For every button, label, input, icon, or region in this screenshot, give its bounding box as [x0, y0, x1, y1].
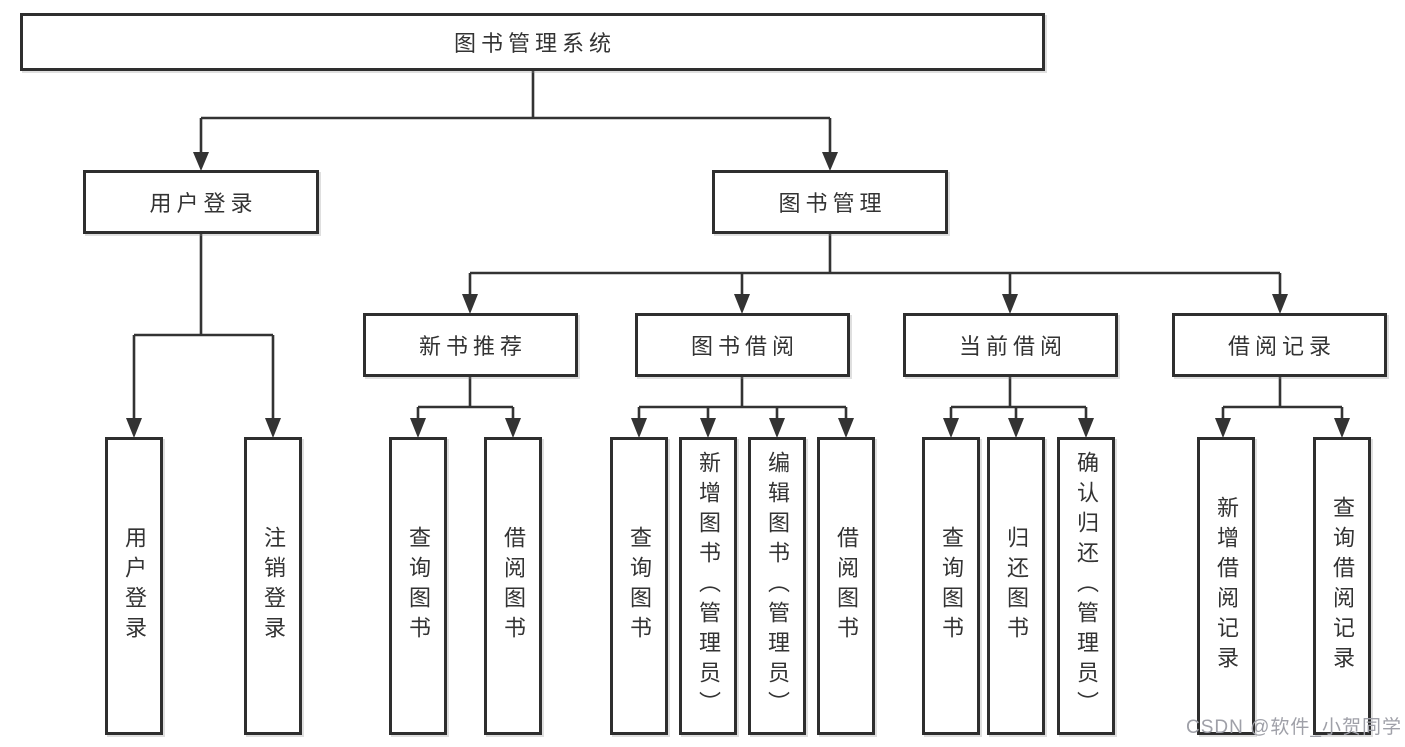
leaf-add-borrow-record: 新增借阅记录 [1197, 437, 1255, 735]
leaf-borrow-books: 借阅图书 [484, 437, 542, 735]
node-label: 查询图书 [406, 526, 431, 646]
node-library-management-system: 图书管理系统 [20, 13, 1045, 71]
node-label: 用户登录 [149, 191, 258, 216]
node-label: 图书管理系统 [453, 31, 616, 56]
node-label: 当前借阅 [958, 334, 1067, 359]
leaf-user-login: 用户登录 [105, 437, 163, 735]
leaf-edit-books-admin: 编辑图书（管理员） [748, 437, 806, 735]
node-label: 注销登录 [261, 526, 286, 646]
node-borrowing-records: 借阅记录 [1172, 313, 1387, 377]
node-label: 新增借阅记录 [1214, 496, 1239, 676]
node-label: 查询图书 [627, 526, 652, 646]
leaf-query-books: 查询图书 [922, 437, 980, 735]
node-label: 编辑图书（管理员） [765, 451, 790, 721]
leaf-logout: 注销登录 [244, 437, 302, 735]
node-book-borrowing: 图书借阅 [635, 313, 850, 377]
node-label: 新书推荐 [418, 334, 527, 359]
csdn-watermark: CSDN @软件_小贺同学 [1186, 717, 1402, 738]
node-user-login: 用户登录 [83, 170, 319, 234]
leaf-add-books-admin: 新增图书（管理员） [679, 437, 737, 735]
node-label: 借阅记录 [1227, 334, 1336, 359]
node-new-book-recommend: 新书推荐 [363, 313, 578, 377]
node-label: 借阅图书 [834, 526, 859, 646]
leaf-query-borrow-record: 查询借阅记录 [1313, 437, 1371, 735]
node-label: 归还图书 [1004, 526, 1029, 646]
leaf-return-books: 归还图书 [987, 437, 1045, 735]
node-label: 查询图书 [939, 526, 964, 646]
leaf-query-books: 查询图书 [389, 437, 447, 735]
leaf-borrow-books: 借阅图书 [817, 437, 875, 735]
node-label: 查询借阅记录 [1330, 496, 1355, 676]
node-label: 新增图书（管理员） [696, 451, 721, 721]
node-label: 确认归还（管理员） [1074, 451, 1099, 721]
node-label: 图书管理 [778, 191, 887, 216]
leaf-query-books: 查询图书 [610, 437, 668, 735]
node-label: 用户登录 [122, 526, 147, 646]
leaf-confirm-return-admin: 确认归还（管理员） [1057, 437, 1115, 735]
node-label: 图书借阅 [690, 334, 799, 359]
node-label: 借阅图书 [501, 526, 526, 646]
node-current-borrowing: 当前借阅 [903, 313, 1118, 377]
node-book-management: 图书管理 [712, 170, 948, 234]
